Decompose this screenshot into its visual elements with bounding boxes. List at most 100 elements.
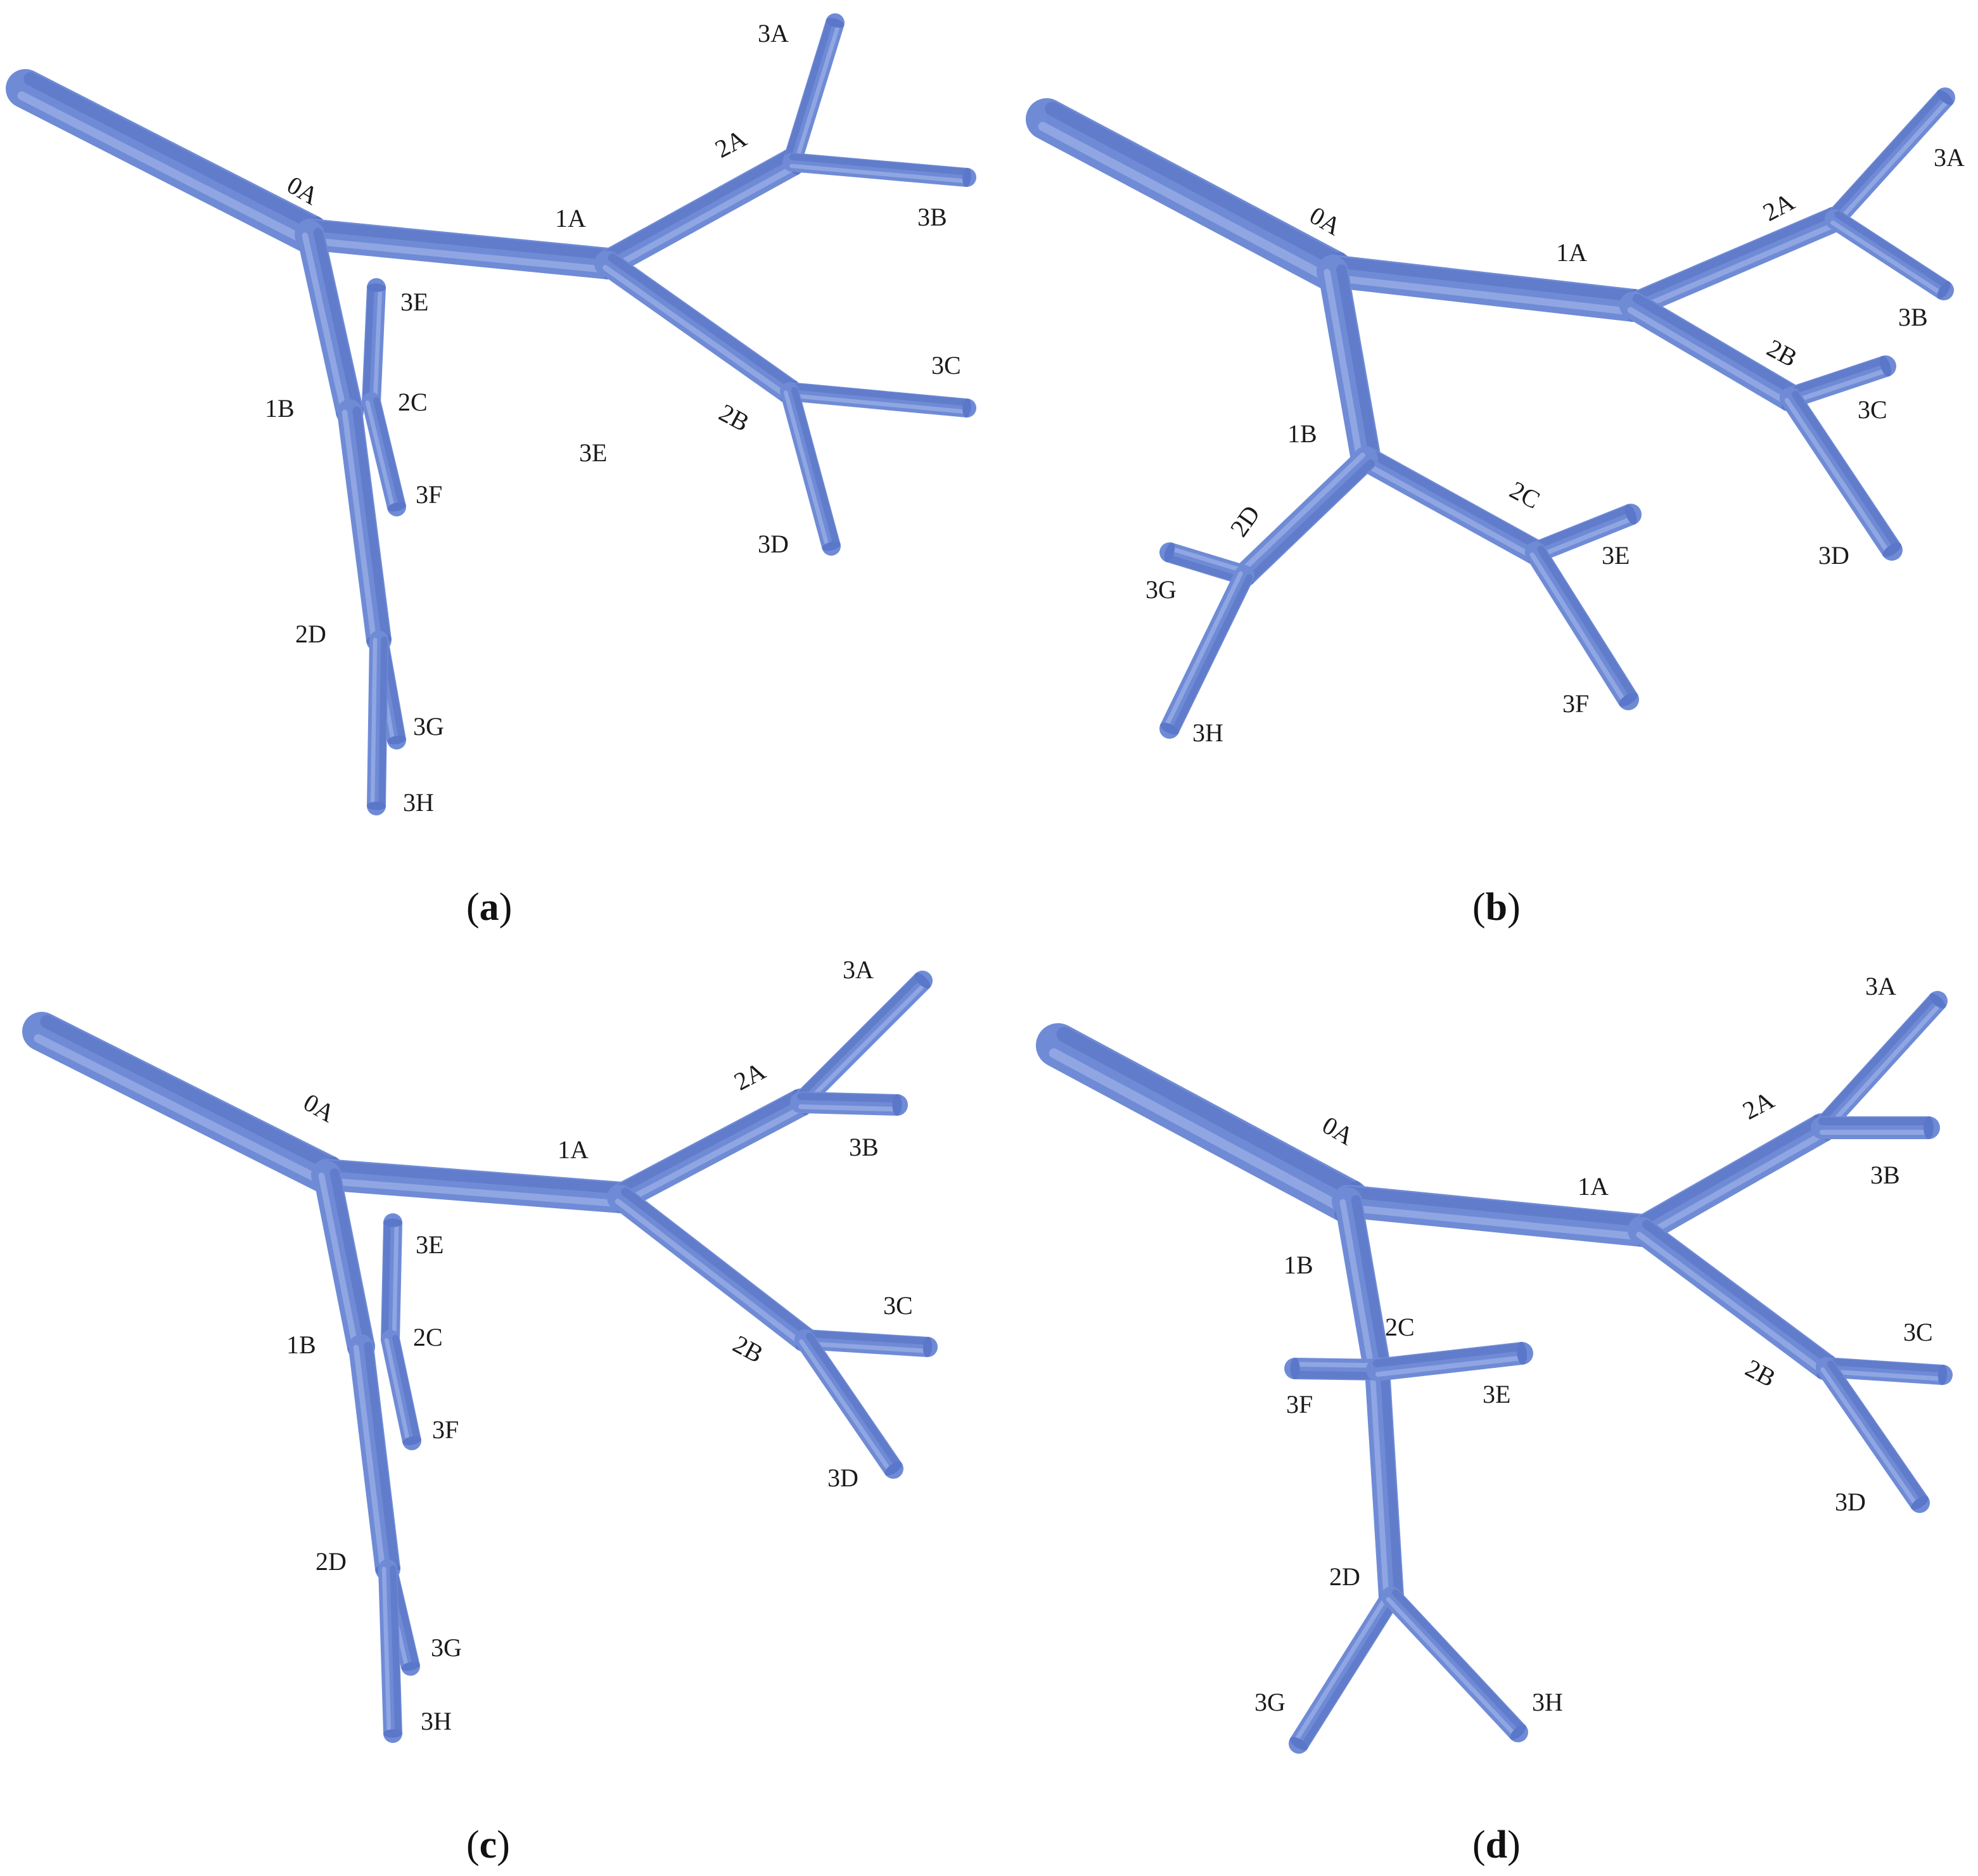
segment-2A-3B-body xyxy=(790,1092,908,1116)
segment-2D-3H-highlight xyxy=(1386,1597,1517,1737)
label-3C: 3C xyxy=(931,351,961,380)
segment-2C-3F-body xyxy=(1284,1358,1388,1381)
segment-0A-1B-highlight xyxy=(302,233,348,416)
segment-trachea-body xyxy=(1036,1023,1370,1223)
segment-2D-3G-shade xyxy=(1164,554,1246,585)
label-1A: 1A xyxy=(1578,1172,1609,1201)
segment-2B-3D-shade xyxy=(805,1332,902,1469)
label-2A: 2A xyxy=(729,1056,770,1096)
segment-trachea-shade xyxy=(1045,101,1346,268)
segment-0A-1A-body xyxy=(1317,255,1650,322)
panel-b: 0A 1A 2A 3A 3B 2B 3C 3D 1B 2C 3E 3F 2D 3… xyxy=(1026,87,1965,929)
segment-2C-3F-body xyxy=(362,392,406,516)
segment-1A-2A-highlight xyxy=(608,163,798,272)
label-2C: 2C xyxy=(413,1323,443,1351)
segment-1A-2A-highlight xyxy=(1632,220,1840,313)
label-3E: 3E xyxy=(1602,541,1630,570)
segment-2A-3A-shade xyxy=(1814,993,1937,1128)
label-0A: 0A xyxy=(1305,201,1346,241)
panel-d-tree xyxy=(1036,991,1953,1754)
segment-1A-2B-highlight xyxy=(1636,1232,1826,1375)
segment-2C-3F-shade xyxy=(373,397,405,509)
label-3A: 3A xyxy=(1934,143,1965,172)
segment-2B-3C-end-cap xyxy=(962,399,971,418)
segment-0A-1B xyxy=(1334,1187,1391,1384)
segment-2C-3F-end-cap xyxy=(387,502,406,512)
segment-2B-3C-highlight xyxy=(802,1341,930,1353)
segment-2A-3B-highlight xyxy=(798,1104,900,1112)
segment-2D-3G-body xyxy=(1289,1586,1401,1754)
segment-2D-3H-highlight xyxy=(1163,571,1243,729)
segment-2C-3E-highlight xyxy=(1535,516,1635,559)
segment-2C-3E-body xyxy=(1525,504,1642,563)
segment-2B-3D xyxy=(780,382,841,556)
segment-2A-3A-highlight xyxy=(1835,98,1951,224)
segment-trachea-shade xyxy=(40,1014,339,1172)
segment-2D-3G xyxy=(1159,542,1254,585)
label-3F: 3F xyxy=(1562,689,1589,718)
segment-2A-3B-end-cap xyxy=(1924,1116,1934,1139)
segment-2B-3D xyxy=(1780,387,1903,561)
label-3B: 3B xyxy=(849,1133,879,1161)
segment-1A-2A xyxy=(594,148,806,278)
segment-2D-3H-shade xyxy=(1392,1589,1526,1732)
label-1B: 1B xyxy=(1287,419,1317,448)
label-3A: 3A xyxy=(843,955,874,984)
segment-trachea xyxy=(22,1012,347,1194)
segment-0A-1A-shade xyxy=(322,1160,627,1194)
segment-2B-3C-highlight xyxy=(1789,367,1889,405)
segment-2C-3F-end-cap xyxy=(402,1436,421,1446)
segment-0A-1B xyxy=(313,1161,375,1361)
label-2D: 2D xyxy=(1329,1562,1360,1591)
segment-2B-3C-body xyxy=(1816,1357,1953,1385)
label-3G: 3G xyxy=(1254,1688,1286,1716)
segment-trachea-shade xyxy=(23,72,322,232)
label-3E: 3E xyxy=(416,1230,443,1259)
segment-1A-2B-shade xyxy=(608,253,798,390)
segment-0A-1B-body xyxy=(313,1161,375,1361)
segment-1A-2B-body xyxy=(596,251,802,404)
segment-1A-2A-highlight xyxy=(620,1104,807,1206)
segment-2D-3G-shade xyxy=(1300,1596,1400,1751)
segment-2B-3D-highlight xyxy=(783,390,830,549)
segment-0A-1B-body xyxy=(1318,256,1381,474)
segment-1B-2D-highlight xyxy=(341,409,377,644)
segment-2B-3C xyxy=(1780,355,1896,409)
segment-2A-3A-body xyxy=(1825,87,1955,229)
label-3E: 3E xyxy=(400,288,428,316)
panel-b-caption: (b) xyxy=(1472,886,1521,929)
segment-1A-2A xyxy=(1628,1113,1837,1245)
segment-1B-2C-body xyxy=(1353,446,1548,565)
segment-2D-3H-body xyxy=(378,1559,402,1743)
label-3G: 3G xyxy=(413,712,444,741)
segment-0A-1B-highlight xyxy=(1339,1199,1375,1374)
segment-2D-3H-body xyxy=(367,630,388,815)
segment-2C-3E xyxy=(1525,504,1642,563)
segment-0A-1A-body xyxy=(311,1159,637,1213)
segment-1B-2C-highlight xyxy=(1360,460,1536,560)
segment-1A-2A-body xyxy=(594,148,806,278)
segment-2D-3H-end-cap xyxy=(1510,1724,1526,1740)
segment-1A-2A-shade xyxy=(599,150,793,262)
label-2D: 2D xyxy=(1225,500,1266,542)
segment-0A-1A xyxy=(311,1159,637,1213)
segment-2C-3F-highlight xyxy=(365,400,395,510)
segment-2B-3C-shade xyxy=(786,383,971,406)
label-2A: 2A xyxy=(710,124,751,163)
segment-trachea-body xyxy=(22,1012,347,1194)
segment-2B-3C xyxy=(780,382,976,418)
panel-d-caption: (d) xyxy=(1472,1823,1521,1866)
segment-trachea-shade xyxy=(1056,1026,1362,1198)
label-3C: 3C xyxy=(883,1291,913,1320)
segment-0A-1B-shade xyxy=(1336,264,1380,463)
label-3E: 3E xyxy=(1483,1380,1510,1408)
segment-1A-2B-body xyxy=(608,1185,817,1352)
segment-2B-3D-end-cap xyxy=(1882,542,1901,558)
label-2C: 2C xyxy=(398,388,428,416)
segment-2D-3G-body xyxy=(1159,542,1254,585)
segment-1A-2B-shade xyxy=(1632,293,1799,396)
segment-2B-3D xyxy=(1816,1357,1930,1513)
segment-2B-3D-end-cap xyxy=(884,1462,902,1476)
label-0A: 0A xyxy=(1318,1111,1359,1151)
segment-trachea-highlight xyxy=(34,1034,328,1186)
